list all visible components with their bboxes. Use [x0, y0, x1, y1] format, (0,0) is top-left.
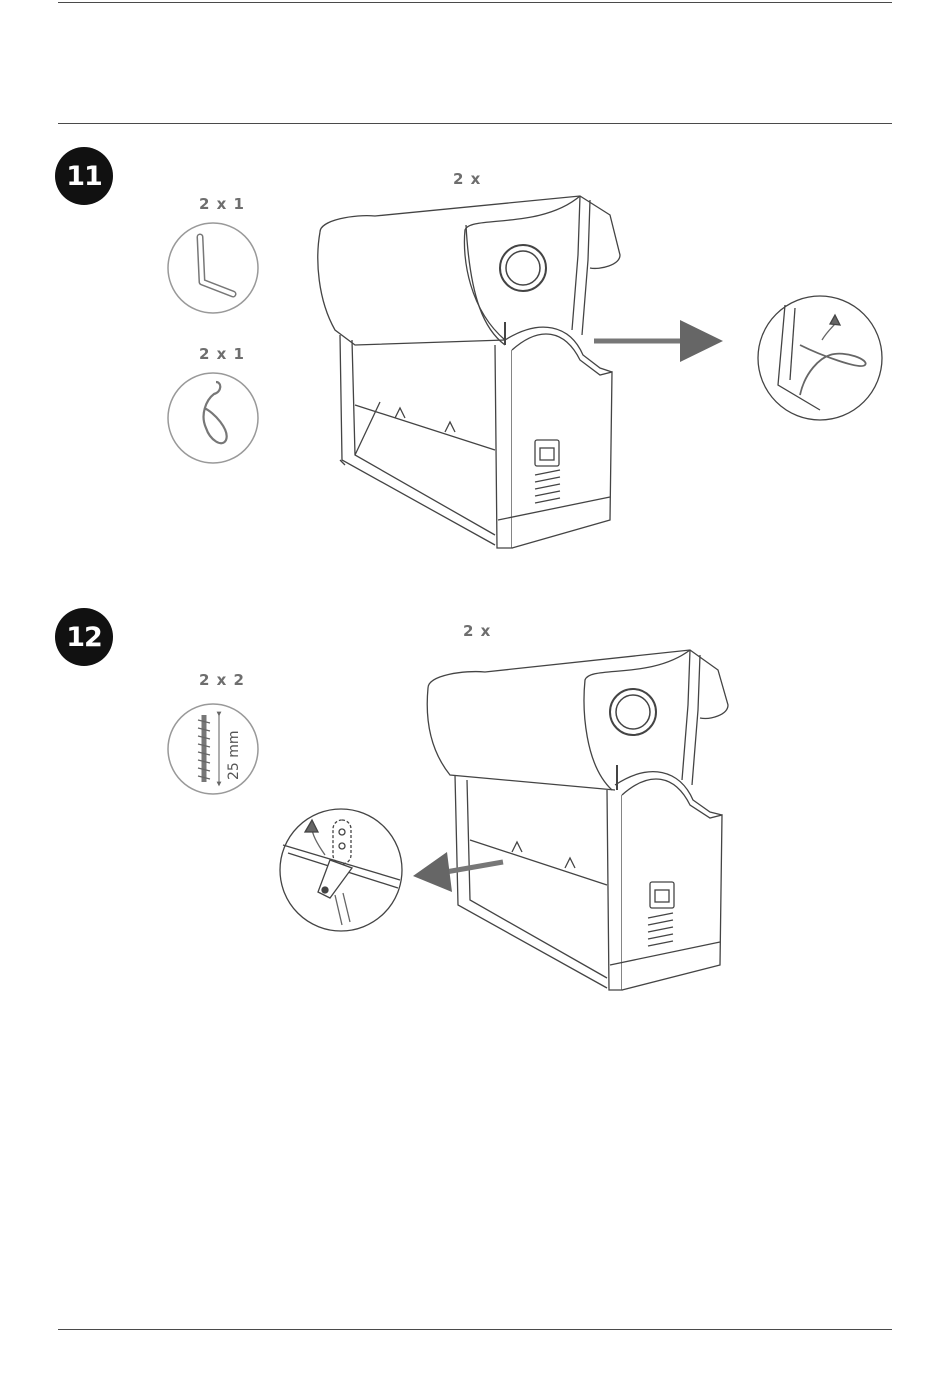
hook-pin-icon: [168, 373, 258, 463]
step-11-direction-arrow: [594, 320, 723, 362]
step-12-beach-chair-drawing: [427, 650, 728, 990]
step-11-beach-chair-drawing: [318, 196, 620, 548]
step-12-detail-zoom: [280, 809, 402, 931]
screw-icon: 25 mm: [168, 704, 258, 794]
hex-key-icon: [168, 223, 258, 313]
step-11-detail-zoom: [758, 296, 882, 420]
screw-size-label: 25 mm: [226, 730, 242, 780]
